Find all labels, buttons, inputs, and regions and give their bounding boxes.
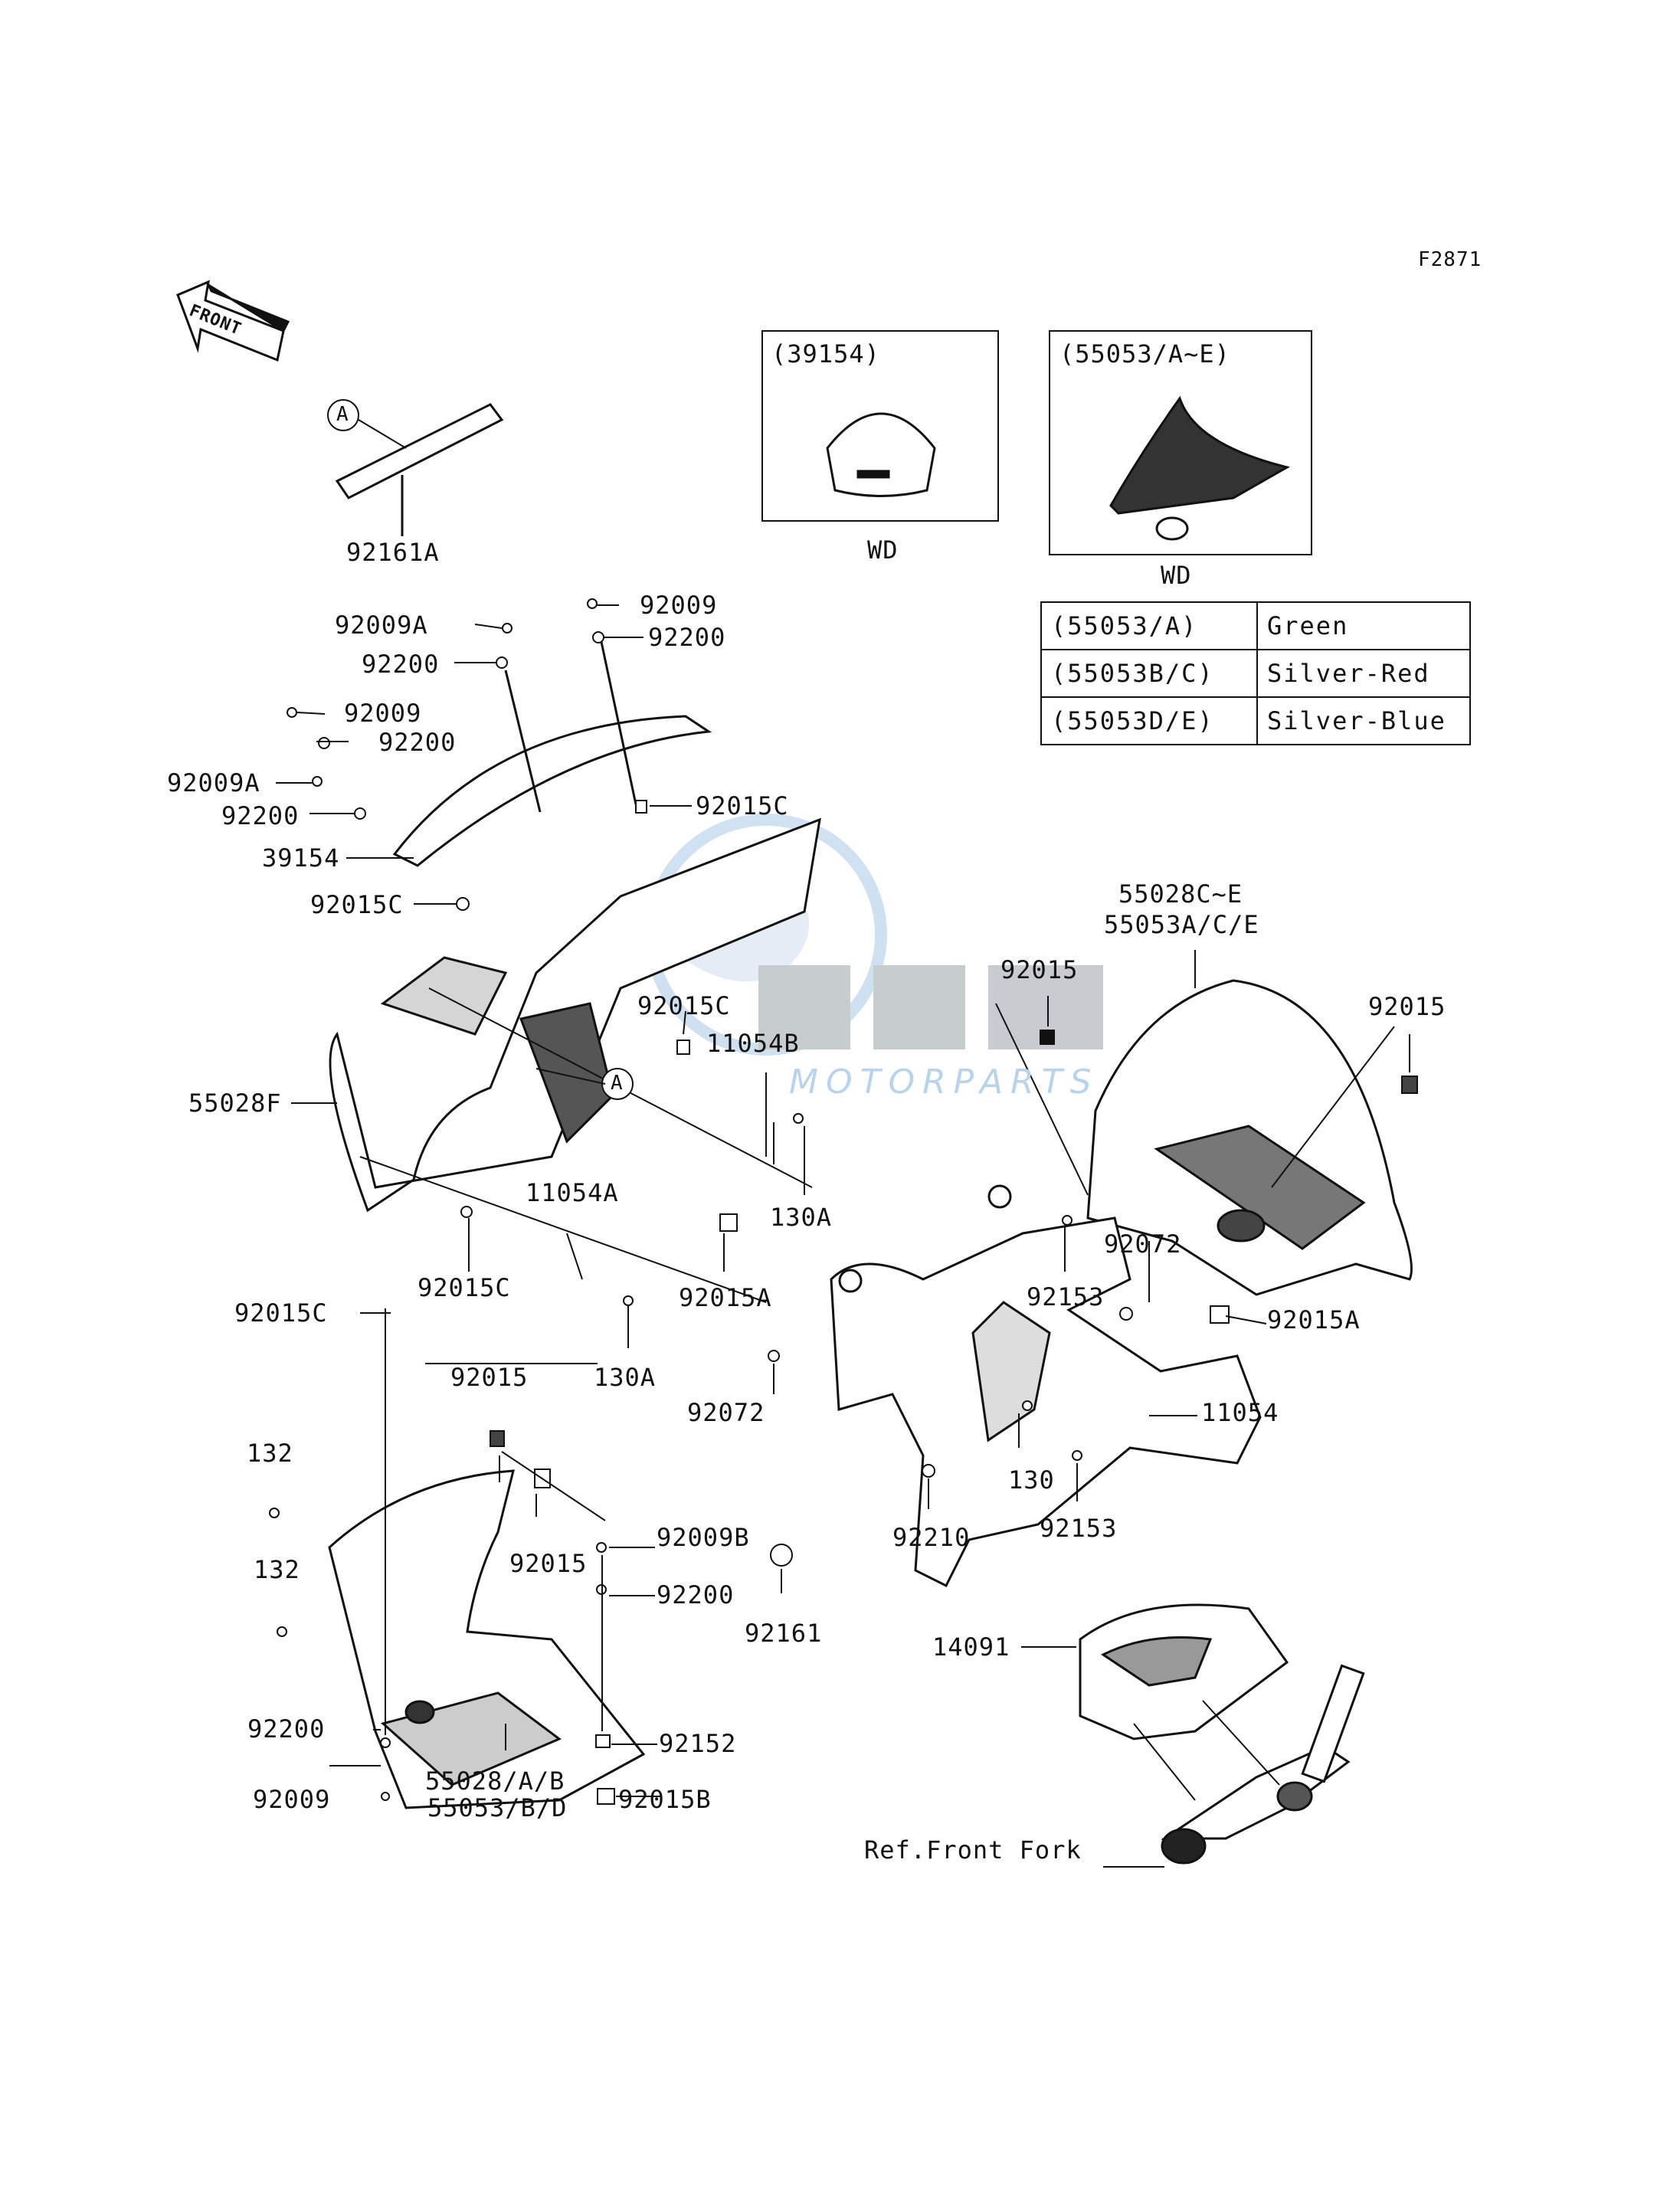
part-label-92015c: 92015C xyxy=(234,1298,328,1328)
color-name: Silver-Blue xyxy=(1256,696,1471,745)
part-label-92153: 92153 xyxy=(1040,1514,1118,1543)
color-row: (55053/A) Green xyxy=(1040,601,1471,650)
part-label-92009a: 92009A xyxy=(167,768,260,797)
callout-a-label-2: A xyxy=(611,1072,624,1095)
inset-windshield-drawing xyxy=(826,412,936,497)
part-label-55028c-e: 55028C~E xyxy=(1118,879,1243,909)
part-label-92200: 92200 xyxy=(378,728,457,757)
part-label-132: 132 xyxy=(247,1439,293,1468)
windshield-drawing xyxy=(392,641,712,867)
part-label-92152: 92152 xyxy=(659,1729,737,1758)
part-label-92009: 92009 xyxy=(253,1785,331,1814)
inset-cowling-drawing xyxy=(1109,395,1290,541)
upper-cowling-left-drawing xyxy=(329,817,821,1303)
part-label-92161a: 92161A xyxy=(346,538,440,567)
color-table: (55053/A) Green (55053B/C) Silver-Red (5… xyxy=(1040,601,1471,745)
part-label-92072: 92072 xyxy=(687,1398,765,1427)
part-label-92072: 92072 xyxy=(1104,1229,1182,1259)
part-label-92009a: 92009A xyxy=(335,611,428,640)
inset-cowling-part: (55053/A~E) xyxy=(1059,339,1230,368)
hardware-dots xyxy=(269,598,1418,1805)
part-label-92009: 92009 xyxy=(640,591,718,620)
part-label-92015c: 92015C xyxy=(418,1273,511,1302)
callout-a-label-1: A xyxy=(336,403,349,426)
watermark-text: MOTORPARTS xyxy=(789,1062,1099,1102)
part-label-92009: 92009 xyxy=(344,699,422,728)
color-code: (55053D/E) xyxy=(1040,696,1258,745)
color-code: (55053B/C) xyxy=(1040,649,1258,698)
part-label-14091: 14091 xyxy=(932,1632,1010,1662)
part-label-55028-a-b: 55028/A/B xyxy=(425,1766,565,1796)
part-label-92015c: 92015C xyxy=(310,890,404,919)
callout-a-circle-1 xyxy=(327,399,359,431)
part-label-39154: 39154 xyxy=(262,843,340,873)
inset-windshield-part: (39154) xyxy=(771,339,880,368)
part-label-55028f: 55028F xyxy=(188,1089,282,1118)
color-code: (55053/A) xyxy=(1040,601,1258,650)
figure-id: F2871 xyxy=(1418,248,1482,271)
part-label-11054b: 11054B xyxy=(706,1029,800,1058)
inner-cover-drawing xyxy=(1079,1603,1289,1740)
part-label-130a: 130A xyxy=(594,1363,657,1392)
part-label-ref-front-fork: Ref.Front Fork xyxy=(864,1835,1082,1865)
lower-cowl-drawing xyxy=(328,1469,646,1809)
inset-windshield-note: WD xyxy=(867,535,899,565)
part-label-92015c: 92015C xyxy=(637,991,731,1020)
color-row: (55053D/E) Silver-Blue xyxy=(1040,696,1471,745)
part-label-92015: 92015 xyxy=(509,1549,588,1578)
part-label-130a: 130A xyxy=(770,1203,833,1232)
part-label-92015c: 92015C xyxy=(696,791,789,820)
inset-cowling-box xyxy=(1049,330,1312,555)
part-label-92153: 92153 xyxy=(1027,1282,1105,1311)
part-label-92015: 92015 xyxy=(1368,992,1446,1021)
front-fork-drawing xyxy=(1161,1664,1365,1865)
part-label-92015a: 92015A xyxy=(1267,1305,1361,1334)
part-label-92200: 92200 xyxy=(648,623,726,652)
color-name: Silver-Red xyxy=(1256,649,1471,698)
color-name: Green xyxy=(1256,601,1471,650)
part-label-130: 130 xyxy=(1008,1465,1055,1495)
part-label-55053a-c-e: 55053A/C/E xyxy=(1104,910,1259,939)
part-label-92015: 92015 xyxy=(1000,955,1079,984)
inset-windshield-box xyxy=(761,330,999,522)
upper-cowling-right-drawing xyxy=(1086,979,1413,1296)
part-label-92200: 92200 xyxy=(221,801,300,830)
part-label-132: 132 xyxy=(254,1555,300,1584)
front-arrow-icon xyxy=(176,280,290,362)
part-label-55053-b-d: 55053/B/D xyxy=(427,1793,568,1822)
part-label-92210: 92210 xyxy=(892,1523,971,1552)
strip-92161a-drawing xyxy=(335,403,504,536)
inset-cowling-note: WD xyxy=(1161,561,1192,590)
part-label-92200: 92200 xyxy=(657,1580,735,1609)
part-label-92161: 92161 xyxy=(745,1619,823,1648)
part-label-92015: 92015 xyxy=(450,1363,529,1392)
part-label-92015a: 92015A xyxy=(679,1283,772,1312)
color-row: (55053B/C) Silver-Red xyxy=(1040,649,1471,698)
leader-lines xyxy=(276,604,1410,1868)
part-label-92200: 92200 xyxy=(247,1714,326,1744)
part-label-11054: 11054 xyxy=(1201,1398,1279,1427)
part-label-11054a: 11054A xyxy=(526,1178,619,1207)
part-label-92009b: 92009B xyxy=(657,1523,750,1552)
part-label-92015b: 92015B xyxy=(618,1785,712,1814)
part-label-92200: 92200 xyxy=(362,650,440,679)
